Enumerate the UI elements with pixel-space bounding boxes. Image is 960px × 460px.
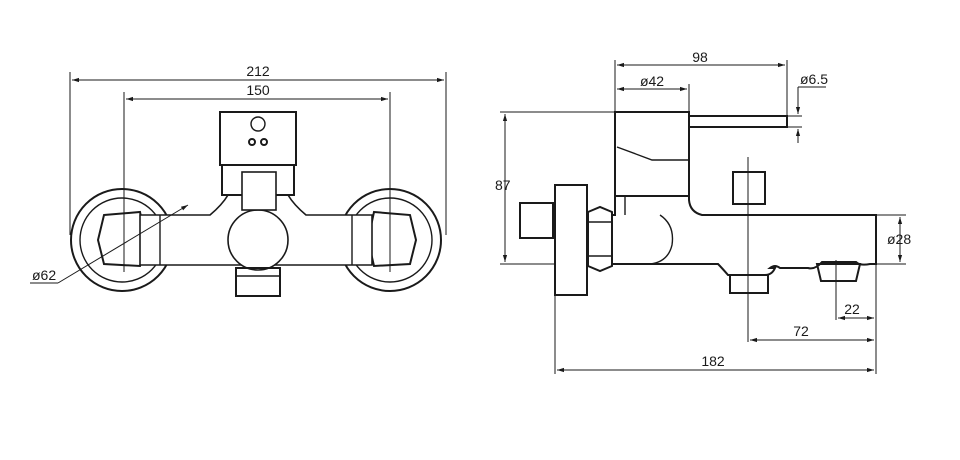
dim-label-182: 182 xyxy=(701,353,725,369)
dim-label-150: 150 xyxy=(246,82,270,98)
dim-label-o28: ø28 xyxy=(887,231,911,247)
dimension-center-distance: 150 xyxy=(123,82,391,272)
dimension-overall-width: 212 xyxy=(69,63,447,235)
dim-label-o62: ø62 xyxy=(32,267,56,283)
dimension-flange-diameter: ø62 xyxy=(30,204,189,284)
dim-label-98: 98 xyxy=(692,49,708,65)
dim-label-o6-5: ø6.5 xyxy=(800,71,828,87)
dimension-projection: 182 xyxy=(554,295,874,374)
dimension-aerator-offset: 22 xyxy=(838,264,877,374)
dimension-cartridge-diameter: ø42 xyxy=(617,73,690,112)
dim-label-72: 72 xyxy=(793,323,809,339)
dim-label-87: 87 xyxy=(495,177,511,193)
dimension-lever-diameter: ø6.5 xyxy=(787,71,828,143)
side-view: 98 ø42 ø6.5 87 xyxy=(495,49,911,374)
dim-label-o42: ø42 xyxy=(640,73,664,89)
dimension-lever-reach: 98 xyxy=(614,49,788,116)
dimension-body-diameter: ø28 xyxy=(876,214,911,265)
dimension-outlet-offset: 72 xyxy=(750,323,874,343)
front-view: 212 150 xyxy=(30,63,447,297)
dim-label-212: 212 xyxy=(246,63,270,79)
faucet-side-body xyxy=(519,111,877,342)
dim-label-22: 22 xyxy=(844,301,860,317)
dimension-height: 87 xyxy=(495,111,689,265)
mixer-body xyxy=(139,111,373,297)
